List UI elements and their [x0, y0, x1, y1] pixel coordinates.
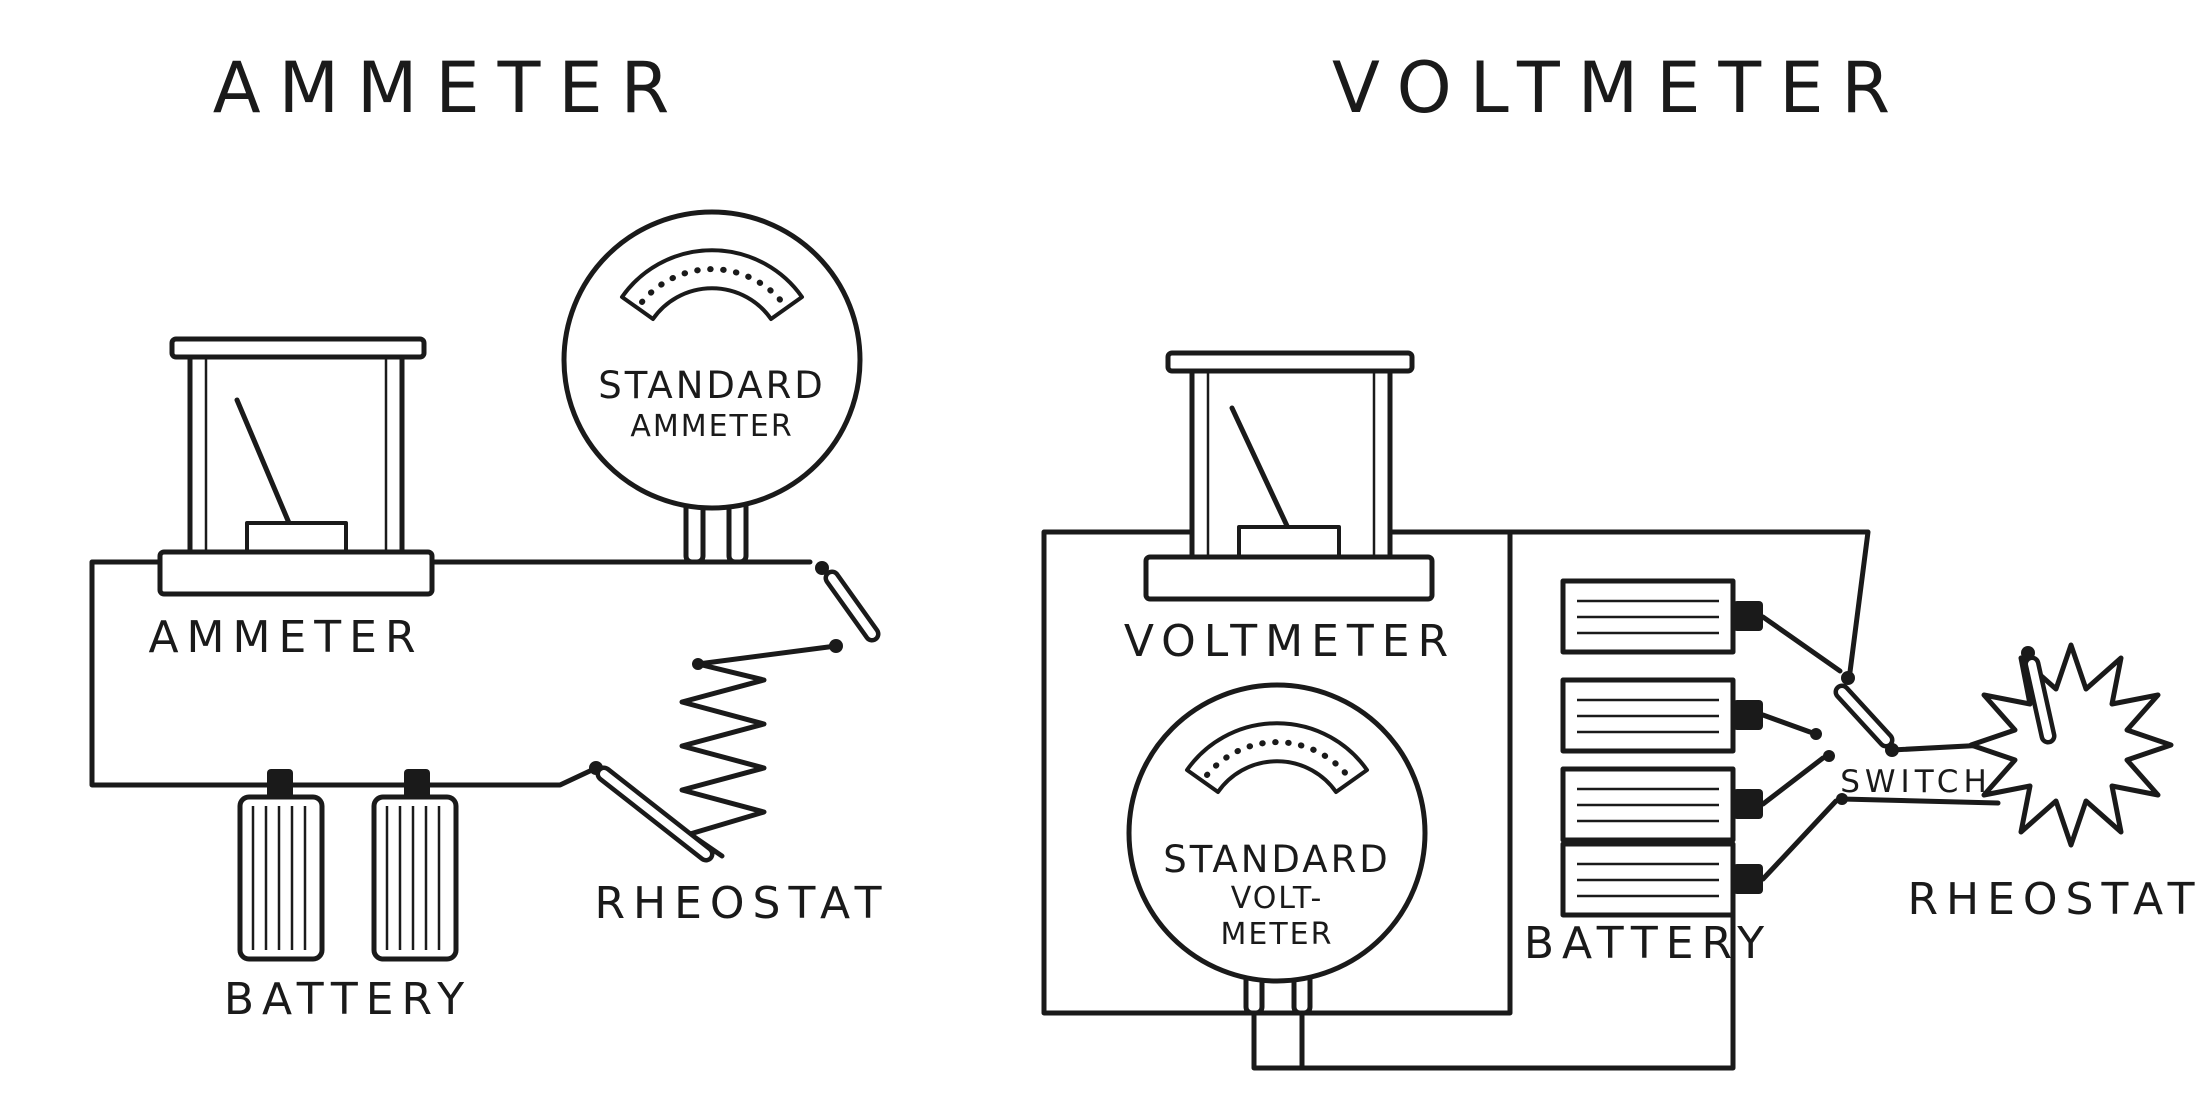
switch-to-rheostat-wire	[695, 643, 839, 667]
switch-pivot-dot	[1885, 743, 1899, 757]
ammeter-device-label: AMMETER	[148, 612, 423, 663]
switch-label: SWITCH	[1840, 764, 1992, 800]
battery-group	[237, 769, 459, 962]
battery-stripes	[385, 806, 441, 950]
battery-terminal	[1733, 700, 1763, 730]
battery-cell	[371, 794, 459, 962]
tap-contact-dot	[1810, 728, 1822, 740]
rheostat-label: RHEOSTAT	[594, 878, 889, 929]
rheostat-device	[1968, 642, 2174, 848]
rheostat-burst-icon	[1968, 642, 2174, 848]
gauge-tick-dots	[639, 266, 785, 305]
panel-voltmeter: VOLTMETER SWITCH	[1041, 47, 2202, 1071]
meter-scale-plate	[245, 521, 348, 554]
meter-top-cap	[169, 336, 427, 360]
ammeter-panel-title: AMMETER	[213, 47, 688, 129]
meter-case	[187, 354, 405, 555]
switch-contact-dot	[1841, 671, 1855, 685]
tap-wire	[1760, 614, 1843, 674]
gauge-label-line2: VOLT-	[1231, 881, 1324, 916]
rheostat-coil-icon	[679, 661, 767, 859]
battery-stripes	[251, 806, 307, 950]
bottom-return-wire	[1251, 911, 1736, 1071]
tap-wire	[1760, 755, 1826, 807]
switch-contact-dot	[815, 561, 829, 575]
voltmeter-device	[1143, 350, 1435, 602]
tap-contact-dot	[1823, 750, 1835, 762]
switch-blade-core	[828, 574, 876, 638]
meter-case-inner-lines	[204, 357, 388, 552]
meter-case-inner-lines	[1206, 371, 1376, 559]
meter-base	[1143, 554, 1435, 602]
gauge-label-line1: STANDARD	[1163, 838, 1391, 881]
gauge-label-line2: AMMETER	[630, 409, 793, 444]
battery-terminal	[1733, 864, 1763, 894]
battery-terminal	[404, 769, 430, 799]
standard-ammeter-gauge: STANDARD AMMETER	[561, 209, 863, 565]
gauge-scale-arc	[620, 248, 804, 321]
meter-base	[157, 549, 435, 597]
ammeter-device	[157, 336, 435, 597]
gauge-tick-dots	[1204, 739, 1350, 778]
battery-terminal	[1733, 789, 1763, 819]
meter-needle-icon	[234, 397, 292, 526]
meter-top-cap	[1165, 350, 1415, 374]
voltmeter-device-label: VOLTMETER	[1124, 616, 1456, 667]
switch-contact-dot	[829, 639, 843, 653]
meter-needle-icon	[1229, 405, 1291, 531]
top-feed-wire	[1507, 529, 1871, 675]
tap-wire	[1760, 712, 1813, 735]
rheostat-handle-core	[2028, 660, 2052, 740]
switch-to-rheostat-wire	[1839, 796, 2001, 806]
rheostat-label: RHEOSTAT	[1907, 874, 2202, 925]
standard-voltmeter-gauge: STANDARD VOLT- METER	[1126, 682, 1428, 1016]
battery-label: BATTERY	[224, 974, 472, 1025]
rheostat-slider-core	[600, 770, 710, 858]
battery-plate-stripes	[1577, 599, 1719, 898]
battery-label: BATTERY	[1524, 918, 1772, 969]
tap-contact-dot	[1836, 793, 1848, 805]
gauge-label-line3: METER	[1221, 917, 1334, 952]
battery-terminal	[1733, 601, 1763, 631]
battery-bank	[1560, 578, 1763, 918]
voltmeter-panel-title: VOLTMETER	[1332, 47, 1908, 129]
gauge-scale-arc	[1185, 721, 1369, 794]
gauge-label-line1: STANDARD	[598, 364, 826, 407]
panel-ammeter: AMMETER STANDARD AMMETER	[89, 47, 889, 1025]
rheostat-contact-dot	[2021, 646, 2035, 660]
switch-blade-core	[1838, 688, 1890, 744]
meter-scale-plate	[1237, 525, 1341, 559]
battery-cell	[237, 794, 325, 962]
tap-wire	[1760, 798, 1839, 882]
battery-terminal	[267, 769, 293, 799]
